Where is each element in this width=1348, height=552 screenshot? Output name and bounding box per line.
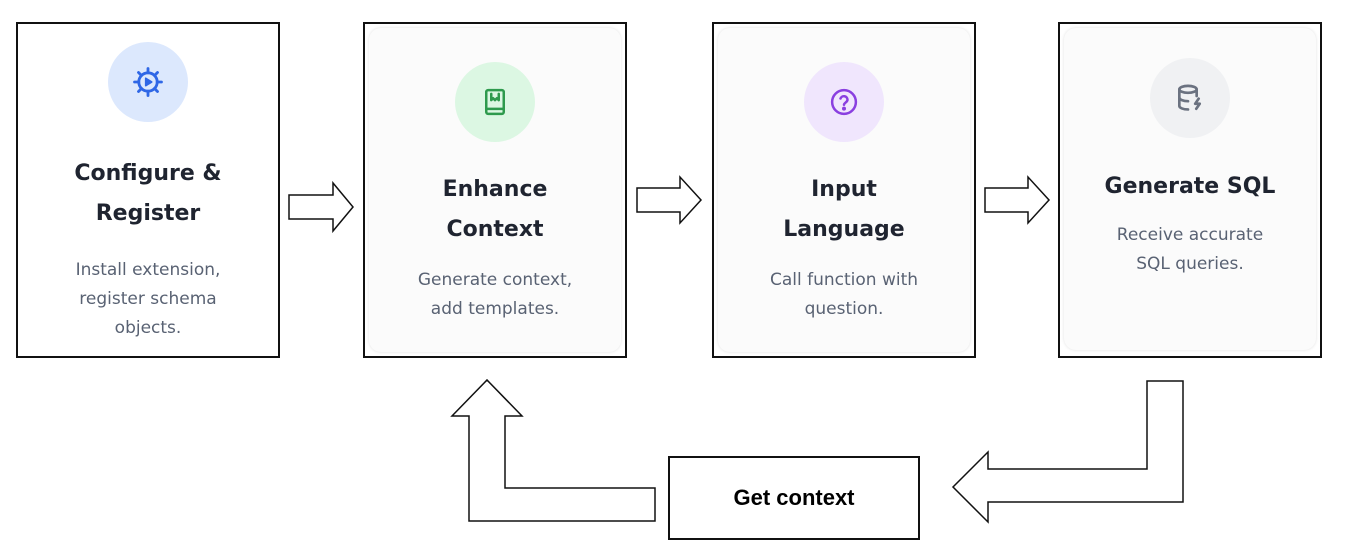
step-title: Generate SQL xyxy=(1104,174,1276,199)
arrow-get-context-to-step2 xyxy=(450,378,656,522)
step-title: Input Language xyxy=(783,177,905,242)
database-bolt-icon xyxy=(1178,84,1202,111)
book-icon xyxy=(485,88,505,116)
step-icon-badge xyxy=(804,62,884,142)
step-icon-badge xyxy=(1150,58,1230,138)
step-title: Enhance Context xyxy=(442,177,548,242)
step-title: Configure & Register xyxy=(74,161,222,226)
step-card-configure-register: Configure & Register Install extension, … xyxy=(16,22,280,358)
step-description: Generate context, add templates. xyxy=(417,270,573,319)
get-context-label: Get context xyxy=(733,485,855,510)
arrow-step1-to-step2 xyxy=(288,180,354,234)
question-circle-icon xyxy=(830,88,858,116)
step-icon-badge xyxy=(108,42,188,122)
arrow-step3-to-step4 xyxy=(984,175,1051,225)
step-card-generate-sql: Generate SQL Receive accurate SQL querie… xyxy=(1058,22,1322,358)
step-card-input-language: Input Language Call function with questi… xyxy=(712,22,976,358)
step-description: Call function with question. xyxy=(769,270,919,319)
gear-play-icon xyxy=(133,67,163,97)
arrow-step2-to-step3 xyxy=(636,175,703,225)
get-context-box: Get context xyxy=(668,456,920,540)
step-description: Install extension, register schema objec… xyxy=(75,260,221,338)
step-card-enhance-context: Enhance Context Generate context, add te… xyxy=(363,22,627,358)
arrow-step4-to-get-context xyxy=(951,380,1184,524)
step-icon-badge xyxy=(455,62,535,142)
step-description: Receive accurate SQL queries. xyxy=(1116,225,1264,274)
